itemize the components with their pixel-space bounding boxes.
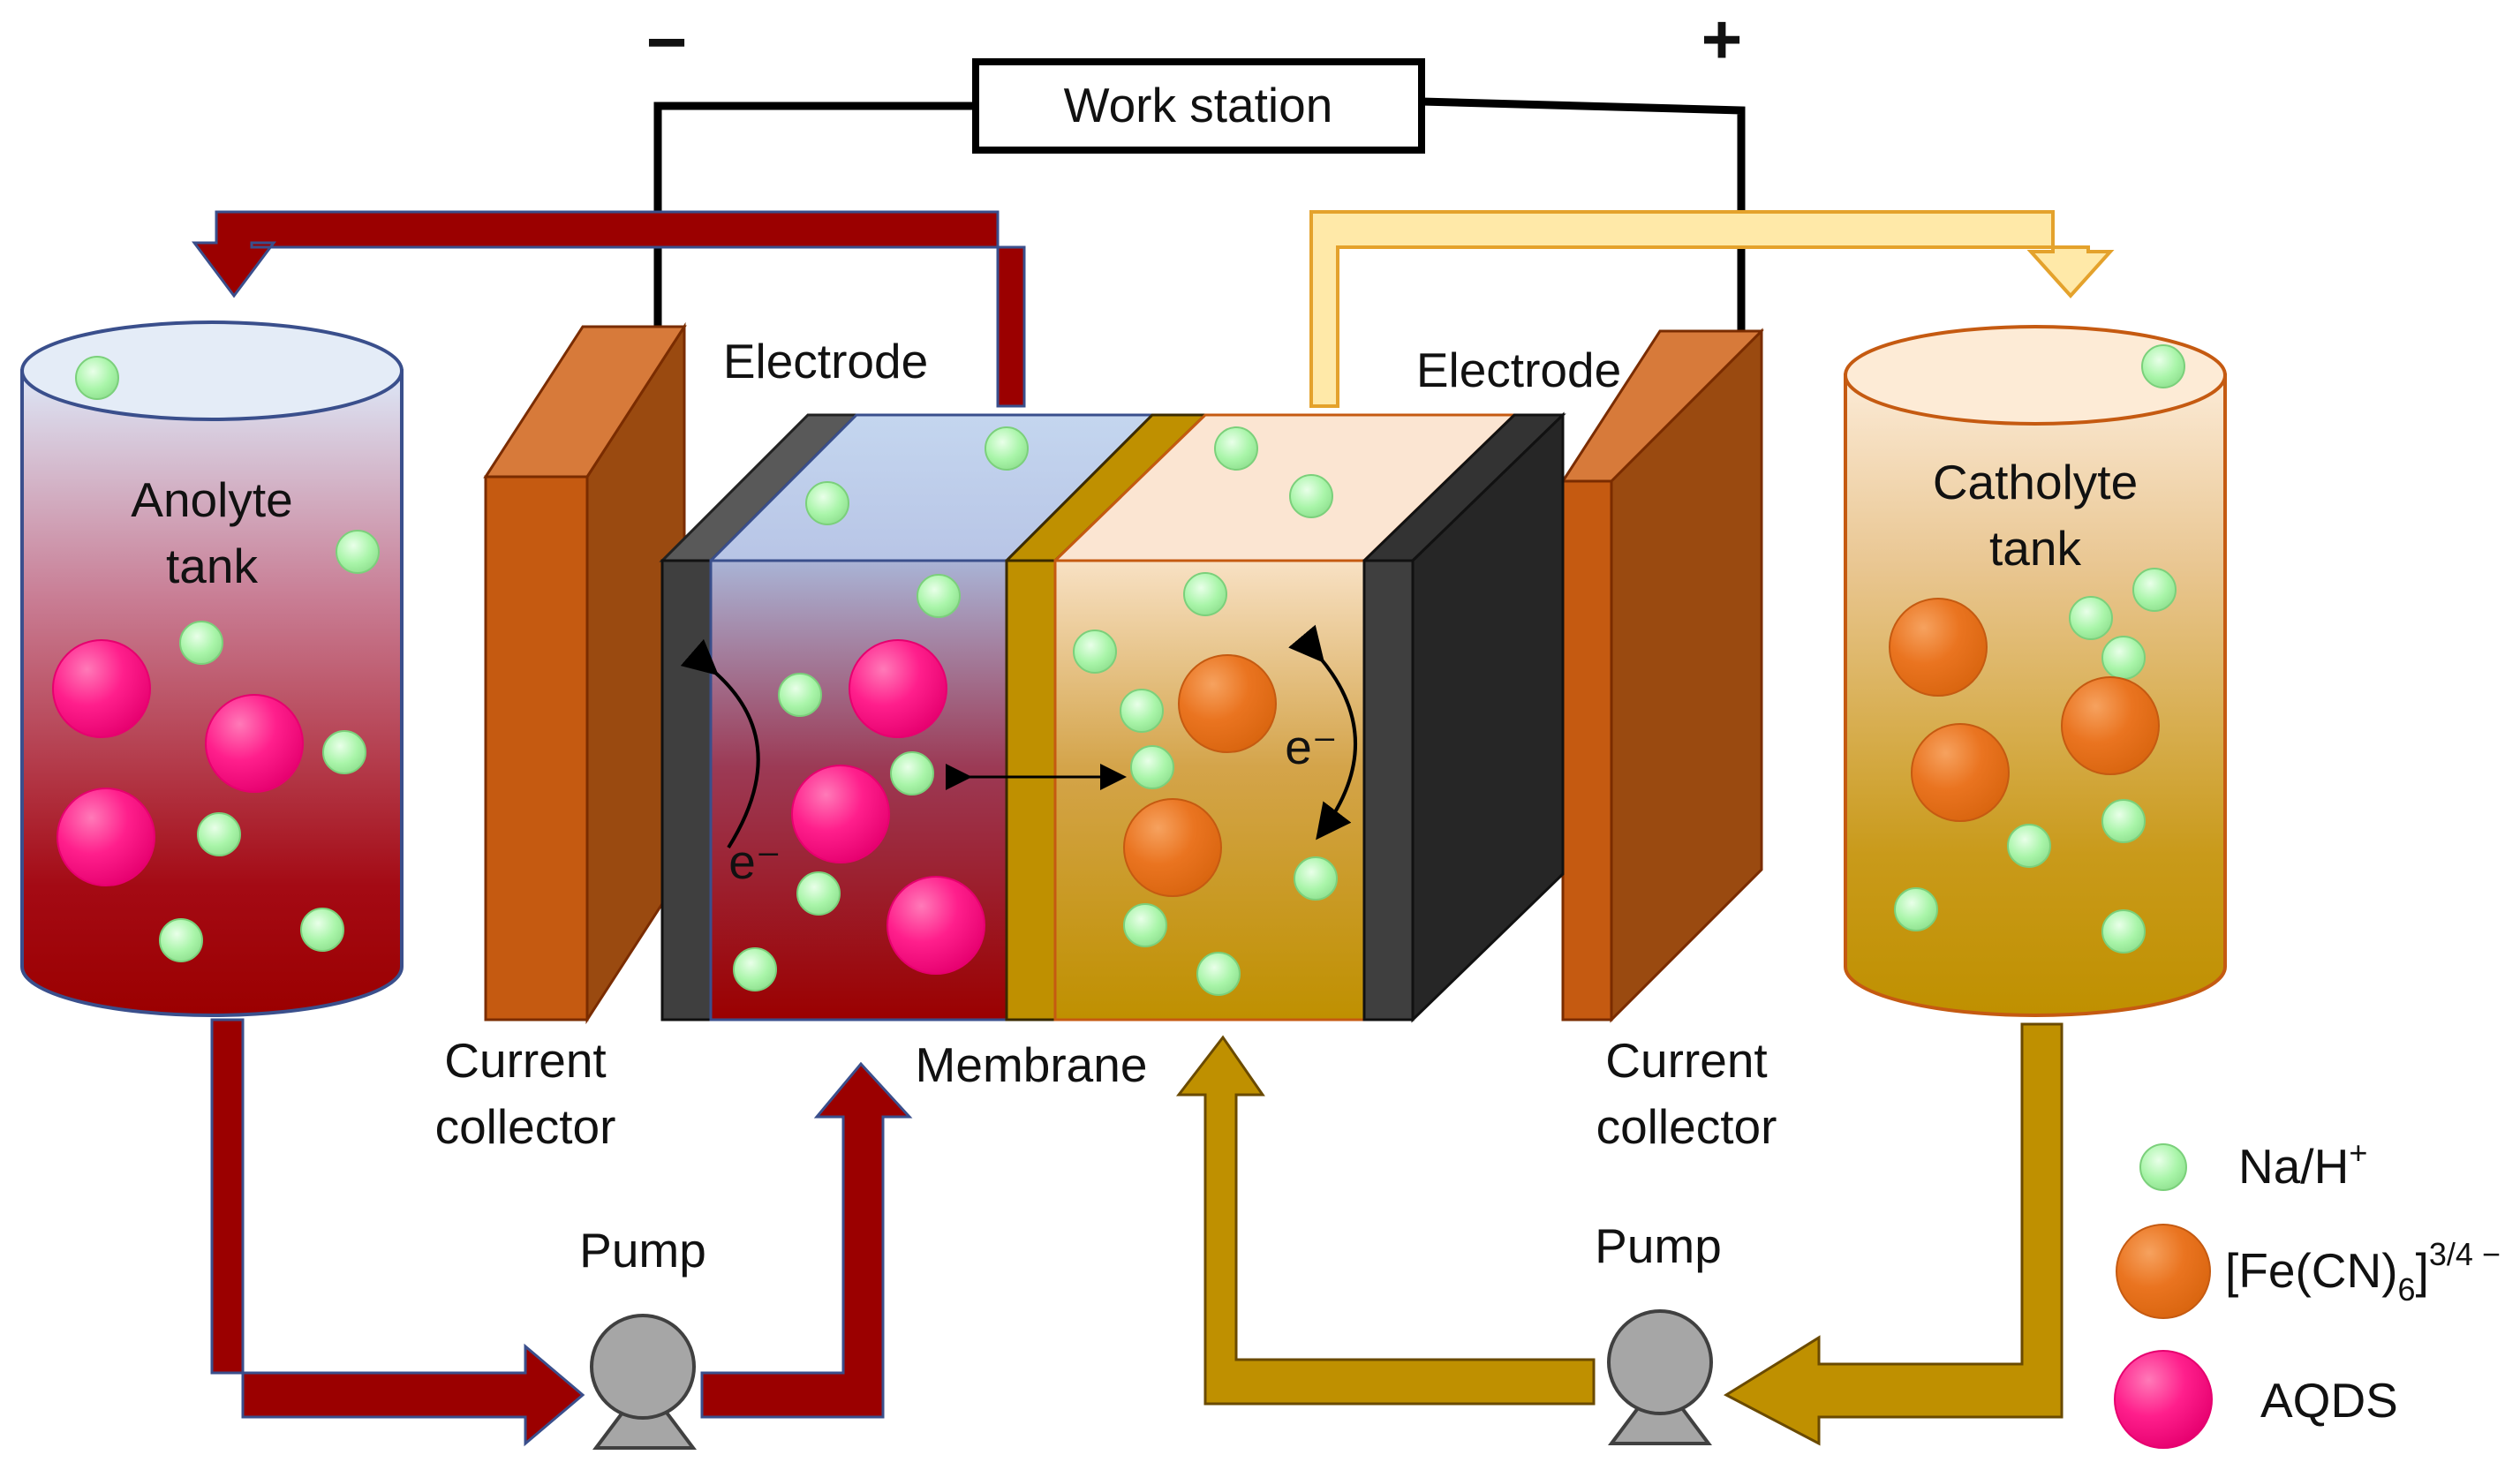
na-h-ion xyxy=(322,730,366,774)
ferricyanide-ion xyxy=(1178,654,1277,753)
electron-arrow-left xyxy=(680,638,760,849)
aqds-molecule xyxy=(57,788,155,886)
na-h-ion xyxy=(1894,887,1938,931)
ferricyanide-ion xyxy=(1889,598,1988,697)
catholyte-half-cell xyxy=(1053,559,1366,1021)
external-circuit xyxy=(653,97,1746,340)
catholyte-tank-label-line1: Catholyte xyxy=(1933,455,2138,509)
legend-na-h-marker xyxy=(2139,1143,2187,1191)
na-h-ion xyxy=(1214,426,1258,471)
na-h-ion xyxy=(1120,689,1164,733)
legend-ferricyanide-label: [Fe(CN)6]3/4 − xyxy=(2225,1236,2501,1308)
cell-top-faces xyxy=(659,411,1566,1023)
aqds-molecule xyxy=(52,639,151,738)
na-h-ion xyxy=(1289,474,1333,518)
pump-left-icon xyxy=(590,1314,697,1450)
na-h-ion xyxy=(2132,568,2177,612)
electrode-right-graphite xyxy=(1362,559,1415,1021)
current-collector-left-top xyxy=(483,325,687,479)
electron-label-right: e⁻ xyxy=(1285,720,1338,774)
current-collector-right-label-line1: Current xyxy=(1605,1033,1767,1088)
na-h-ion xyxy=(805,481,849,525)
catholyte-tank-label-line2: tank xyxy=(1989,521,2081,576)
catholyte-supply-line xyxy=(1175,1022,2064,1446)
anolyte-tank-label-line1: Anolyte xyxy=(131,472,292,527)
na-h-ion xyxy=(733,947,777,991)
na-h-ion xyxy=(778,673,822,717)
pump-left-label: Pump xyxy=(579,1223,706,1278)
catholyte-tank: Catholyte tank xyxy=(1844,325,2227,1017)
na-h-ion xyxy=(1294,856,1338,901)
na-h-ion xyxy=(336,530,380,574)
na-h-ion xyxy=(890,751,934,795)
na-h-ion xyxy=(2101,909,2146,954)
legend-aqds-label: AQDS xyxy=(2260,1373,2398,1428)
na-h-ion xyxy=(2101,636,2146,680)
na-h-ion xyxy=(2069,596,2113,640)
na-h-ion xyxy=(75,356,119,400)
legend: Na/H+ [Fe(CN)6]3/4 − AQDS xyxy=(2114,1135,2501,1449)
anolyte-tank-label-line2: tank xyxy=(166,539,258,593)
membrane-label: Membrane xyxy=(916,1037,1148,1092)
electrode-left-label: Electrode xyxy=(723,334,928,388)
ferricyanide-ion xyxy=(1911,723,2010,822)
na-h-ion xyxy=(1130,745,1174,789)
catholyte-return-arrow xyxy=(1309,210,2115,408)
na-h-ion xyxy=(1123,903,1167,947)
cell-front-faces xyxy=(660,559,1415,1021)
na-h-ion xyxy=(159,918,203,962)
legend-aqds-marker xyxy=(2114,1350,2213,1449)
na-h-ion xyxy=(2007,824,2051,868)
current-collector-right xyxy=(1560,328,1764,1023)
particles xyxy=(52,344,2185,996)
anolyte-supply-line xyxy=(210,1018,913,1447)
na-h-ion xyxy=(796,871,841,916)
membrane-slab xyxy=(1005,559,1057,1021)
current-collector-right-label-line2: collector xyxy=(1596,1099,1777,1154)
na-h-ion xyxy=(1183,572,1227,616)
na-h-ion xyxy=(300,908,344,952)
positive-terminal-sign: + xyxy=(1701,0,1743,79)
pump-right-label: Pump xyxy=(1595,1218,1722,1273)
aqds-molecule xyxy=(849,639,947,738)
negative-terminal-sign: − xyxy=(646,3,688,81)
aqds-molecule xyxy=(791,765,890,863)
na-h-ion xyxy=(1073,629,1117,674)
na-h-ion xyxy=(2141,344,2185,388)
legend-na-h-label: Na/H+ xyxy=(2238,1135,2367,1194)
na-h-ion xyxy=(179,621,223,665)
na-h-ion xyxy=(917,574,961,618)
anolyte-return-arrow xyxy=(192,210,1026,408)
work-station-box: Work station xyxy=(972,58,1425,154)
electron-arrow-right xyxy=(1288,624,1357,841)
electrode-left-graphite xyxy=(660,559,713,1021)
ferricyanide-ion xyxy=(1123,798,1222,897)
electrode-right-label: Electrode xyxy=(1416,343,1621,397)
current-collector-left-label-line1: Current xyxy=(444,1033,606,1088)
aqds-molecule xyxy=(205,694,304,793)
ferricyanide-ion xyxy=(2061,676,2160,775)
aqds-molecule xyxy=(887,876,985,975)
work-station-label: Work station xyxy=(1064,78,1333,132)
na-h-ion xyxy=(2101,799,2146,843)
legend-ferricyanide-marker xyxy=(2116,1224,2211,1319)
na-h-ion xyxy=(1196,952,1241,996)
current-collector-left-label-line2: collector xyxy=(435,1099,616,1154)
na-h-ion xyxy=(985,426,1029,471)
electron-label-left: e⁻ xyxy=(728,834,781,889)
pump-right-icon xyxy=(1607,1309,1713,1445)
na-h-ion xyxy=(197,812,241,856)
